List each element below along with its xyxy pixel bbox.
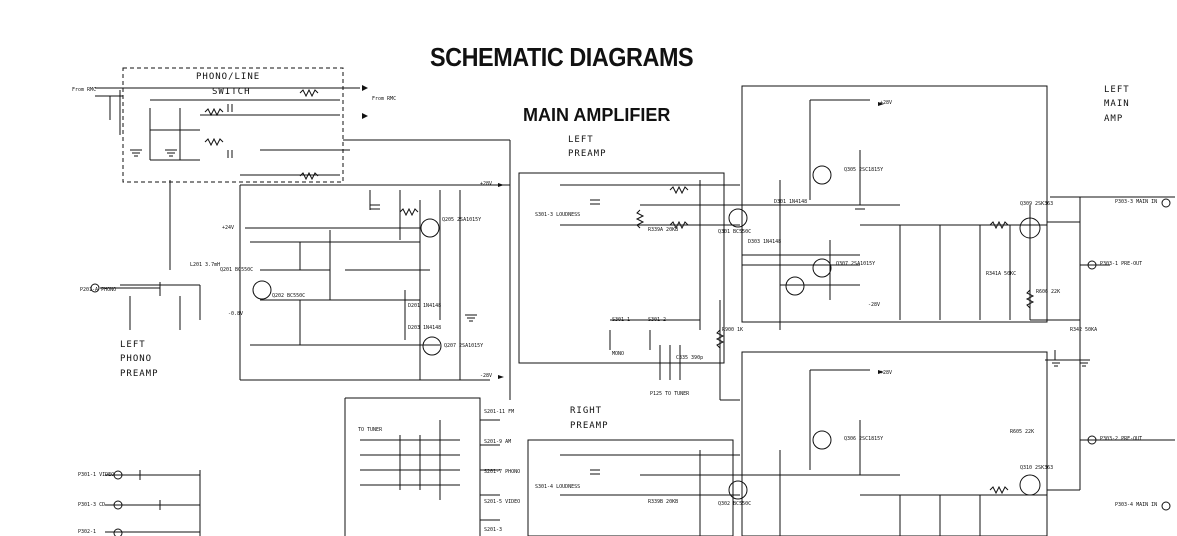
main-in-2-label: P303-4 MAIN IN bbox=[1115, 502, 1158, 508]
r342-label: R342 50KA bbox=[1070, 327, 1098, 333]
cd-jack-label: P301-3 CD bbox=[78, 502, 106, 508]
r606-label: R606 22K bbox=[1036, 289, 1061, 295]
voltage-plus28-1: +28V bbox=[480, 181, 493, 187]
left-preamp-label-1: LEFT bbox=[568, 135, 594, 145]
r339b-label: R339B 20KB bbox=[648, 499, 679, 505]
left-main-amp-label-1: LEFT bbox=[1104, 85, 1130, 95]
left-power-box bbox=[741, 85, 1048, 323]
q205-label: Q205 2SA1015Y bbox=[442, 217, 482, 223]
s301-4-label: S301-4 LOUDNESS bbox=[535, 484, 581, 490]
section-title: MAIN AMPLIFIER bbox=[523, 105, 671, 125]
r339a-label: R339A 20KB bbox=[648, 227, 679, 233]
c335-label: C335 390p bbox=[676, 355, 704, 361]
s301-3-label: S301-3 LOUDNESS bbox=[535, 212, 581, 218]
p302-label: P302-1 bbox=[78, 529, 97, 535]
left-phono-preamp-label-1: LEFT bbox=[120, 340, 146, 350]
s301-2-label: S301-2 bbox=[648, 317, 667, 323]
phono-line-switch-box bbox=[122, 67, 344, 183]
q310-label: Q310 2SK363 bbox=[1020, 465, 1054, 471]
voltage-minus08: -0.8V bbox=[228, 311, 244, 317]
phono-jack-label: P201-A PHONO bbox=[80, 287, 117, 293]
video-jack-label: P301-1 VIDEO bbox=[78, 472, 115, 478]
p125-label: P125 TO TUNER bbox=[650, 391, 690, 397]
voltage-plus28-3: +28V bbox=[880, 370, 893, 376]
l201-label: L201 3.7mH bbox=[190, 262, 221, 268]
pre-out-1-label: P303-1 PRE-OUT bbox=[1100, 261, 1143, 267]
s201-7-label: S201-7 PHONO bbox=[484, 469, 521, 475]
left-preamp-box bbox=[518, 172, 725, 364]
q207-label: Q207 2SA1015Y bbox=[444, 343, 484, 349]
d203-label: D203 1N4148 bbox=[408, 325, 442, 331]
from-rmc-label-2: From RMC bbox=[372, 96, 397, 102]
phono-line-switch-label-1: PHONO/LINE bbox=[196, 72, 261, 82]
from-rmc-label-1: From RMC bbox=[72, 87, 97, 93]
voltage-plus28-2: +28V bbox=[880, 100, 893, 106]
left-main-amp-label-3: AMP bbox=[1104, 114, 1124, 124]
voltage-minus28-1: -28V bbox=[480, 373, 493, 379]
d301-label: D301 1N4148 bbox=[774, 199, 808, 205]
pre-out-2-label: P303-2 PRE-OUT bbox=[1100, 436, 1143, 442]
s201-9-label: S201-9 AM bbox=[484, 439, 512, 445]
left-main-amp-label-2: MAIN bbox=[1104, 99, 1130, 109]
right-preamp-label-2: PREAMP bbox=[570, 421, 609, 431]
q202-label: Q202 BC550C bbox=[272, 293, 306, 299]
phono-line-switch-label-2: SWITCH bbox=[212, 87, 251, 97]
q309-label: Q309 2SK363 bbox=[1020, 201, 1054, 207]
right-preamp-label-1: RIGHT bbox=[570, 406, 603, 416]
left-phono-preamp-label-3: PREAMP bbox=[120, 369, 159, 379]
voltage-minus28-2: -28V bbox=[868, 302, 881, 308]
right-preamp-box bbox=[527, 439, 734, 536]
mono-label: MONO bbox=[612, 351, 625, 357]
right-power-box bbox=[741, 351, 1048, 536]
to-tuner-label: TO TUNER bbox=[358, 427, 383, 433]
q306-label: Q306 2SC1815Y bbox=[844, 436, 884, 442]
r341a-label: R341A 50KC bbox=[986, 271, 1017, 277]
r605-label: R605 22K bbox=[1010, 429, 1035, 435]
q307-label: Q307 2SA1015Y bbox=[836, 261, 876, 267]
left-phono-preamp-label-2: PHONO bbox=[120, 354, 153, 364]
d201-label: D201 1N4148 bbox=[408, 303, 442, 309]
main-in-1-label: P303-3 MAIN IN bbox=[1115, 199, 1158, 205]
page-title: SCHEMATIC DIAGRAMS bbox=[430, 42, 694, 72]
voltage-plus24: +24V bbox=[222, 225, 235, 231]
s301-1-label: S301-1 bbox=[612, 317, 631, 323]
q302-label: Q302 BC550C bbox=[718, 501, 752, 507]
left-preamp-label-2: PREAMP bbox=[568, 149, 607, 159]
s201-11-label: S201-11 FM bbox=[484, 409, 515, 415]
q201-label: Q201 BC550C bbox=[220, 267, 254, 273]
d303-label: D303 1N4148 bbox=[748, 239, 782, 245]
q301-label: Q301 BC550C bbox=[718, 229, 752, 235]
s201-3-label: S201-3 bbox=[484, 527, 503, 533]
s201-5-label: S201-5 VIDEO bbox=[484, 499, 521, 505]
q305-label: Q305 2SC1815Y bbox=[844, 167, 884, 173]
r900-label: R900 1K bbox=[722, 327, 744, 333]
